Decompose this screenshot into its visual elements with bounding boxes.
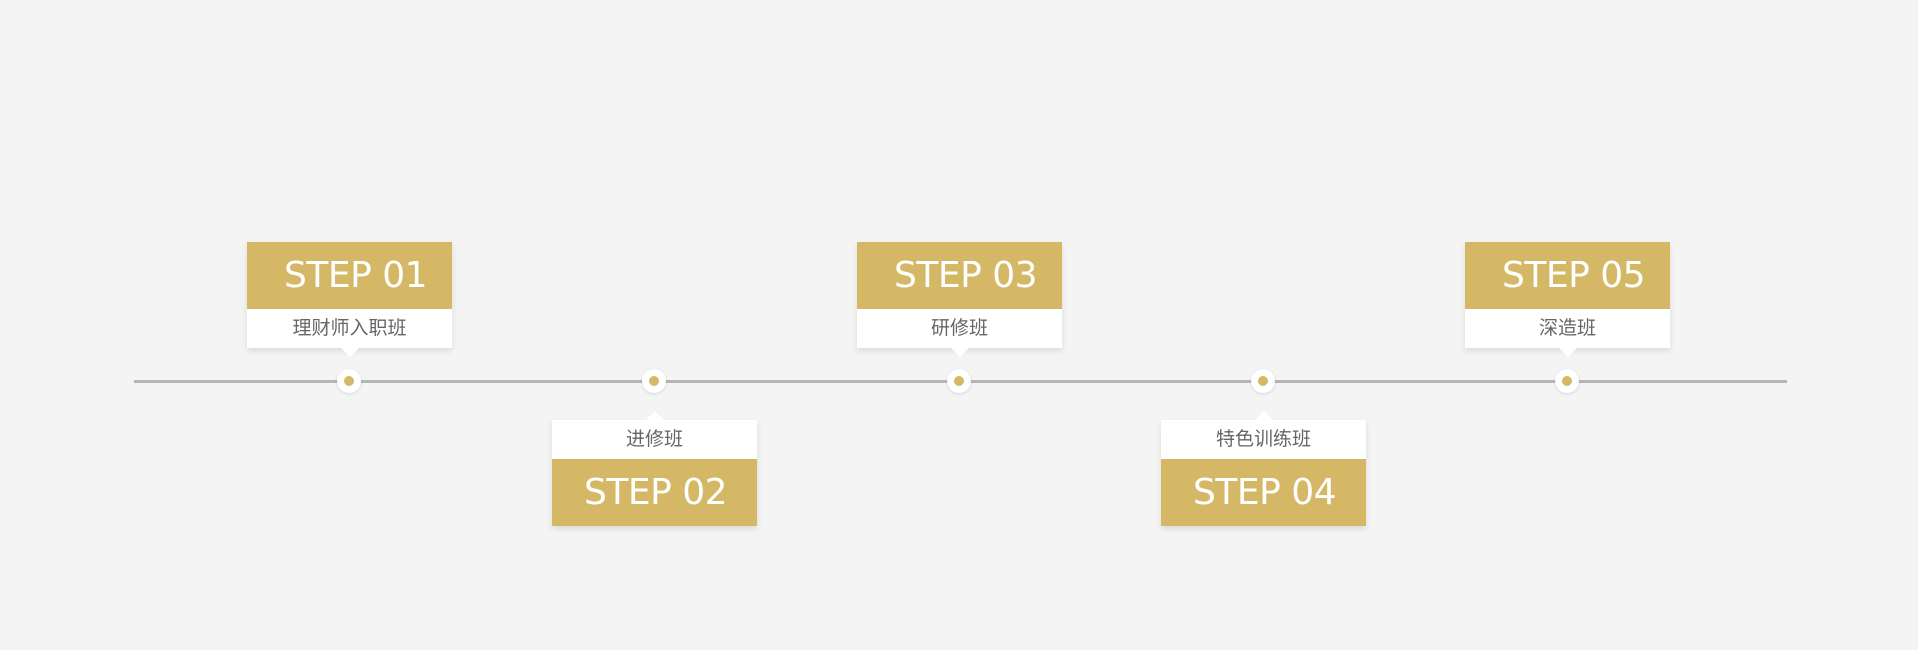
card-pointer <box>1558 348 1577 357</box>
timeline-node-1 <box>337 369 361 393</box>
step-label: 理财师入职班 <box>292 317 407 339</box>
step-card-4: 特色训练班 STEP 04 <box>1161 411 1366 526</box>
step-label: 深造班 <box>1538 317 1596 339</box>
node-dot <box>344 376 354 386</box>
step-label: 特色训练班 <box>1215 428 1311 450</box>
step-card-5: STEP 05 深造班 <box>1465 242 1670 357</box>
step-title: STEP 04 <box>1161 459 1366 526</box>
step-label: 研修班 <box>930 317 988 339</box>
step-title: STEP 03 <box>857 242 1062 309</box>
node-dot <box>1258 376 1268 386</box>
card-pointer <box>645 411 664 420</box>
node-dot <box>1562 376 1572 386</box>
node-dot <box>954 376 964 386</box>
timeline-node-5 <box>1555 369 1579 393</box>
node-dot <box>649 376 659 386</box>
timeline-node-2 <box>642 369 666 393</box>
step-card-1: STEP 01 理财师入职班 <box>247 242 452 357</box>
card-pointer <box>1254 411 1273 420</box>
step-title: STEP 02 <box>552 459 757 526</box>
timeline-node-3 <box>947 369 971 393</box>
timeline-node-4 <box>1251 369 1275 393</box>
step-label: 进修班 <box>625 428 683 450</box>
step-title: STEP 01 <box>247 242 452 309</box>
step-title: STEP 05 <box>1465 242 1670 309</box>
card-pointer <box>340 348 359 357</box>
step-card-2: 进修班 STEP 02 <box>552 411 757 526</box>
card-pointer <box>950 348 969 357</box>
step-card-3: STEP 03 研修班 <box>857 242 1062 357</box>
